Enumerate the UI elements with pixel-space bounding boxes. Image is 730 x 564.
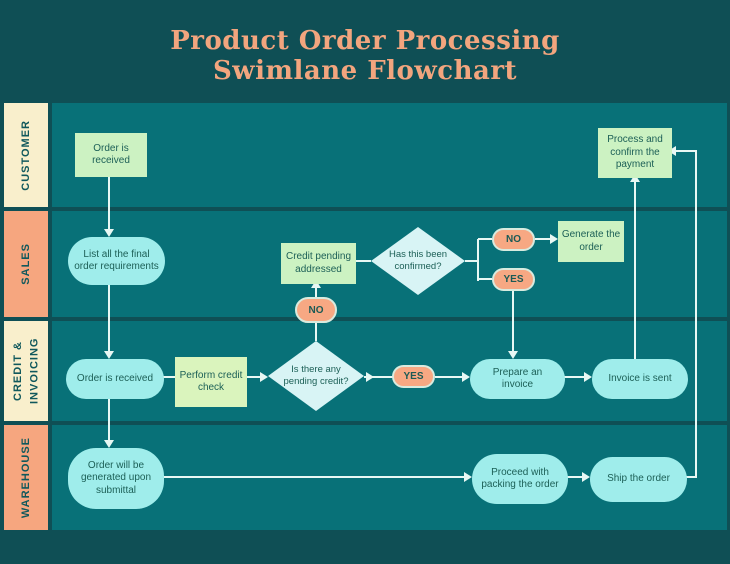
connector	[152, 476, 464, 478]
lane-tab-warehouse: WAREHOUSE	[4, 425, 48, 530]
node-process-confirm-payment: Process and confirm the payment	[598, 128, 672, 178]
page-title-line1: Product Order Processing	[170, 26, 560, 56]
arrowhead	[584, 372, 592, 382]
node-order-is-received-credit: Order is received	[66, 359, 164, 399]
connector	[465, 260, 478, 262]
connector	[553, 376, 584, 378]
page-title: Product Order Processing Swimlane Flowch…	[0, 26, 730, 86]
node-order-received-customer: Order is received	[75, 133, 147, 177]
page-title-line2: Swimlane Flowchart	[212, 56, 518, 86]
node-prepare-an-invoice: Prepare an invoice	[470, 359, 565, 399]
arrowhead	[366, 372, 374, 382]
arrowhead	[104, 229, 114, 237]
arrowhead	[668, 146, 676, 156]
lane-label-sales: SALES	[19, 243, 32, 285]
connector	[556, 476, 582, 478]
arrowhead	[462, 372, 470, 382]
connector	[512, 290, 514, 351]
node-ship-the-order: Ship the order	[590, 457, 687, 502]
badge-no-pending-credit: NO	[295, 297, 337, 323]
arrowhead	[104, 351, 114, 359]
connector	[634, 181, 636, 359]
connector	[108, 281, 110, 352]
badge-yes-pending-credit: YES	[392, 365, 435, 388]
connector	[108, 173, 110, 231]
arrowhead	[260, 372, 268, 382]
arrowhead	[311, 280, 321, 288]
node-order-generated-submittal: Order will be generated upon submittal	[68, 448, 164, 509]
node-credit-pending-addressed: Credit pending addressed	[281, 243, 356, 284]
badge-yes-confirmed: YES	[492, 268, 535, 291]
lane-label-customer: CUSTOMER	[19, 119, 32, 191]
connector	[535, 238, 550, 240]
lane-label-warehouse: WAREHOUSE	[19, 436, 32, 519]
connector	[676, 150, 697, 152]
node-list-final-requirements: List all the final order requirements	[68, 237, 165, 285]
connector	[108, 395, 110, 441]
connector	[352, 260, 371, 262]
node-generate-the-order: Generate the order	[558, 221, 624, 262]
lane-label-credit-invoicing: CREDIT & INVOICING	[11, 337, 41, 405]
connector	[364, 376, 393, 378]
connector	[478, 278, 492, 280]
node-invoice-is-sent: Invoice is sent	[592, 359, 688, 399]
connector	[243, 376, 261, 378]
connector	[478, 238, 492, 240]
arrowhead	[508, 351, 518, 359]
arrowhead	[550, 234, 558, 244]
arrowhead	[582, 472, 590, 482]
lane-tab-credit-invoicing: CREDIT & INVOICING	[4, 321, 48, 421]
lane-tab-sales: SALES	[4, 211, 48, 317]
connector	[477, 239, 479, 281]
arrowhead	[104, 440, 114, 448]
connector	[152, 376, 176, 378]
lane-tab-customer: CUSTOMER	[4, 103, 48, 207]
arrowhead	[630, 174, 640, 182]
arrowhead	[464, 472, 472, 482]
badge-no-confirmed: NO	[492, 228, 535, 251]
node-perform-credit-check: Perform credit check	[175, 357, 247, 407]
connector	[435, 376, 462, 378]
connector	[695, 151, 697, 478]
node-proceed-packing: Proceed with packing the order	[472, 454, 568, 504]
